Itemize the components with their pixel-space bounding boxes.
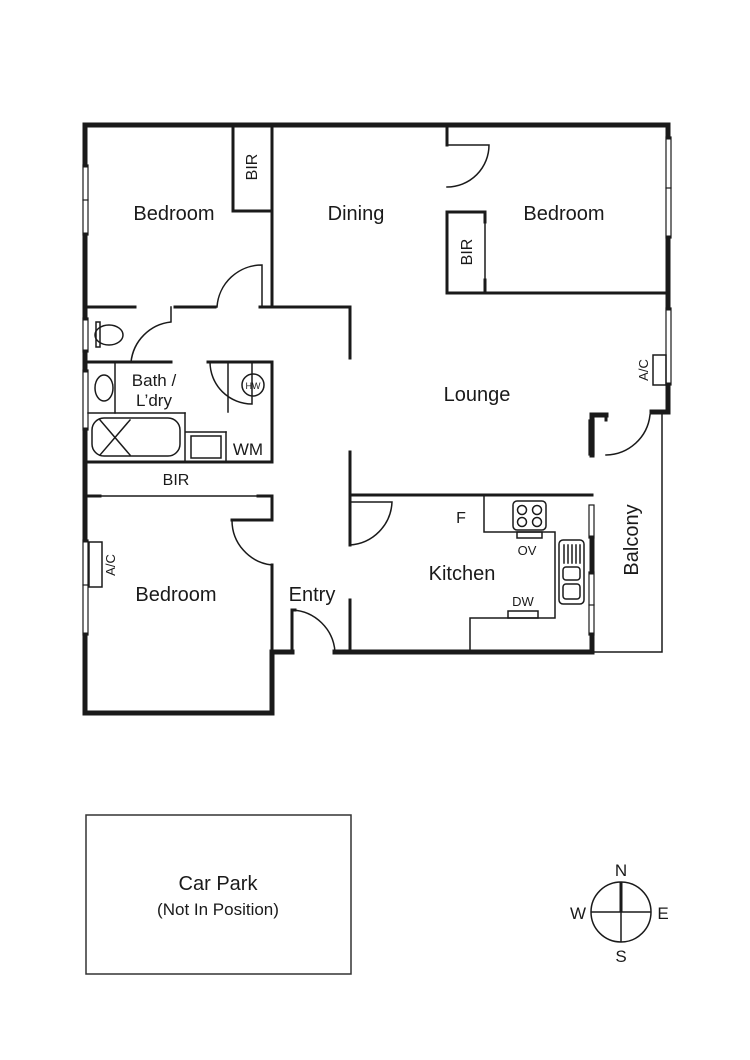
label-lounge: Lounge (444, 384, 511, 406)
car-park-box (85, 814, 352, 975)
compass-s: S (615, 947, 626, 966)
car-park-title: Car Park (179, 873, 259, 895)
label-bath: Bath / (132, 371, 177, 390)
windows (82, 136, 672, 636)
label-oven: OV (518, 543, 537, 558)
car-park-subtitle: (Not In Position) (157, 900, 279, 919)
compass-w: W (570, 904, 586, 923)
label-bir-nw: BIR (244, 154, 261, 181)
label-bedroom-ne: Bedroom (523, 203, 604, 225)
label-bir-ne: BIR (459, 239, 476, 266)
label-laundry: L’dry (136, 391, 172, 410)
compass-e: E (657, 904, 668, 923)
label-balcony: Balcony (621, 504, 643, 575)
fixtures (87, 144, 667, 653)
label-dining: Dining (328, 203, 385, 225)
label-entry: Entry (289, 584, 336, 606)
label-kitchen: Kitchen (429, 563, 496, 585)
label-bedroom-nw: Bedroom (133, 203, 214, 225)
label-hot-water: HW (246, 381, 261, 391)
exterior-walls (82, 122, 671, 716)
interior-walls (83, 123, 670, 654)
label-ac-west: A/C (103, 554, 118, 576)
label-bedroom-sw: Bedroom (135, 584, 216, 606)
label-dishwasher: DW (512, 594, 534, 609)
compass-n: N (615, 861, 627, 880)
label-ac-east: A/C (636, 359, 651, 381)
label-bir-mid: BIR (163, 472, 190, 489)
compass-icon (590, 881, 652, 943)
label-fridge: F (456, 510, 466, 527)
door-swings (130, 144, 651, 653)
label-washing-machine: WM (233, 440, 263, 459)
